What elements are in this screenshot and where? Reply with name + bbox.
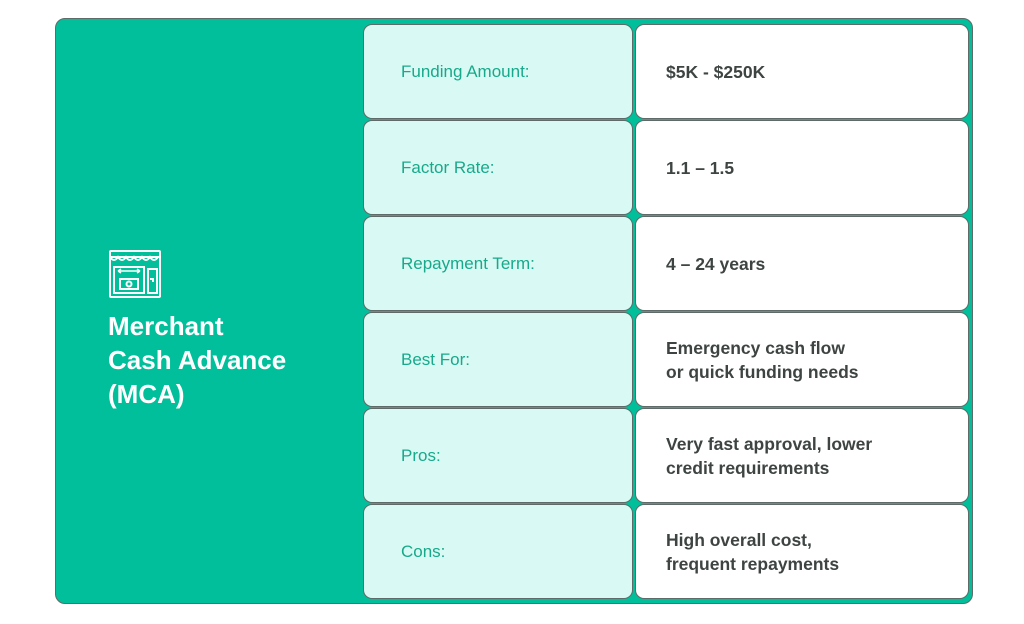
row-value: Very fast approval, lower credit require… [635, 408, 969, 503]
row-label: Factor Rate: [363, 120, 633, 215]
product-title: Merchant Cash Advance (MCA) [108, 309, 368, 411]
row-value: 1.1 – 1.5 [635, 120, 969, 215]
title-line-3: (MCA) [108, 379, 185, 409]
table-row-factor-rate: Factor Rate: 1.1 – 1.5 [363, 120, 969, 215]
row-value: 4 – 24 years [635, 216, 969, 311]
row-value: High overall cost, frequent repayments [635, 504, 969, 599]
product-header: Merchant Cash Advance (MCA) [108, 249, 368, 411]
table-row-pros: Pros: Very fast approval, lower credit r… [363, 408, 969, 503]
row-value: $5K - $250K [635, 24, 969, 119]
row-label: Repayment Term: [363, 216, 633, 311]
table-row-funding-amount: Funding Amount: $5K - $250K [363, 24, 969, 119]
table-row-best-for: Best For: Emergency cash flow or quick f… [363, 312, 969, 407]
row-value: Emergency cash flow or quick funding nee… [635, 312, 969, 407]
row-label: Best For: [363, 312, 633, 407]
row-label: Pros: [363, 408, 633, 503]
storefront-cash-icon [109, 250, 161, 298]
row-label: Funding Amount: [363, 24, 633, 119]
title-line-2: Cash Advance [108, 345, 287, 375]
table-row-repayment-term: Repayment Term: 4 – 24 years [363, 216, 969, 311]
table-row-cons: Cons: High overall cost, frequent repaym… [363, 504, 969, 599]
row-label: Cons: [363, 504, 633, 599]
title-line-1: Merchant [108, 311, 224, 341]
